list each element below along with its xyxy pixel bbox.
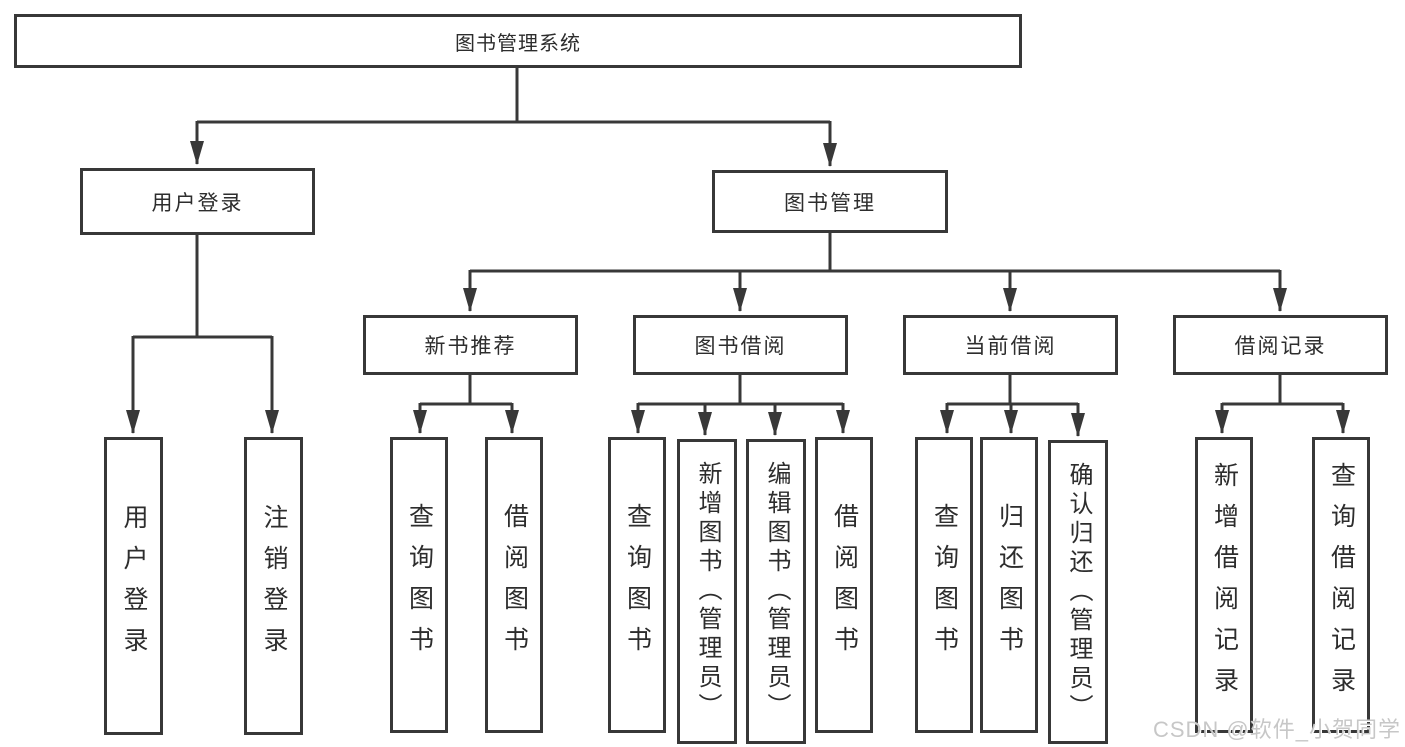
node-borrowing-records: 借阅记录 (1173, 315, 1388, 375)
leaf-borrow-add-books-admin: 新增图书（管理员） (677, 439, 737, 744)
leaf-current-query-books: 查询图书 (915, 437, 973, 733)
node-book-management: 图书管理 (712, 170, 948, 233)
leaf-current-confirm-return-admin: 确认归还（管理员） (1048, 440, 1108, 744)
node-new-book-recommend: 新书推荐 (363, 315, 578, 375)
csdn-watermark: CSDN @软件_小贺同学 (1152, 717, 1401, 742)
leaf-logout: 注销登录 (244, 437, 303, 735)
node-user-login: 用户登录 (80, 168, 315, 235)
leaf-borrow-query-books: 查询图书 (608, 437, 666, 733)
leaf-user-login: 用户登录 (104, 437, 163, 735)
node-root: 图书管理系统 (14, 14, 1022, 68)
leaf-borrow-borrow-books: 借阅图书 (815, 437, 873, 733)
node-book-borrowing: 图书借阅 (633, 315, 848, 375)
leaf-records-query-record: 查询借阅记录 (1312, 437, 1370, 733)
leaf-borrow-edit-books-admin: 编辑图书（管理员） (746, 439, 806, 744)
leaf-current-return-books: 归还图书 (980, 437, 1038, 733)
leaf-newbook-query-books: 查询图书 (390, 437, 448, 733)
leaf-newbook-borrow-books: 借阅图书 (485, 437, 543, 733)
node-current-borrowing: 当前借阅 (903, 315, 1118, 375)
leaf-records-add-record: 新增借阅记录 (1195, 437, 1253, 733)
